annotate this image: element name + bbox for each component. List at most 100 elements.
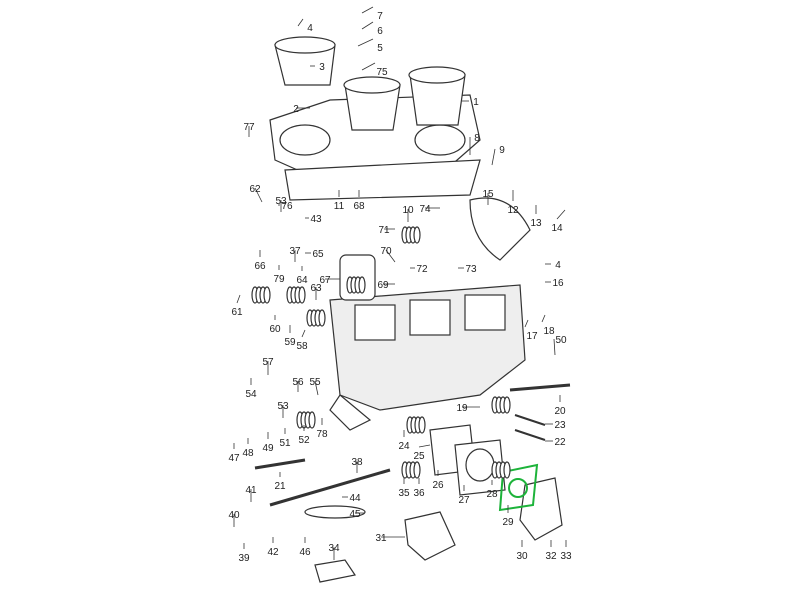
- part-label-56: 56: [292, 377, 304, 388]
- leader-line: [385, 249, 396, 263]
- leader-line: [556, 209, 566, 220]
- spring-coil: [358, 276, 366, 294]
- part-label-35: 35: [398, 488, 410, 499]
- part-label-3: 3: [319, 62, 325, 73]
- part-label-53: 53: [277, 401, 289, 412]
- part-label-71: 71: [378, 225, 390, 236]
- part-label-39: 39: [238, 553, 250, 564]
- part-label-28: 28: [486, 489, 498, 500]
- leader-line: [541, 314, 546, 323]
- spring-coil: [413, 461, 421, 479]
- part-label-77: 77: [243, 122, 255, 133]
- leader-line: [236, 294, 241, 304]
- part-label-31: 31: [375, 533, 387, 544]
- part-label-79: 79: [273, 274, 285, 285]
- part-label-54: 54: [245, 389, 257, 400]
- part-label-4: 4: [555, 260, 561, 271]
- carburetor-body: [329, 284, 526, 431]
- leader-line: [361, 6, 374, 14]
- leader-line: [314, 380, 319, 396]
- part-label-18: 18: [543, 326, 555, 337]
- part-label-38: 38: [351, 457, 363, 468]
- leader-line: [301, 329, 306, 338]
- part-label-17: 17: [526, 331, 538, 342]
- part-label-22: 22: [554, 437, 566, 448]
- part-label-47: 47: [228, 453, 240, 464]
- part-label-16: 16: [552, 278, 564, 289]
- part-label-43: 43: [310, 214, 322, 225]
- spring-coil: [413, 226, 421, 244]
- part-label-8: 8: [474, 133, 480, 144]
- part-label-37: 37: [289, 246, 301, 257]
- part-label-72: 72: [416, 264, 428, 275]
- part-label-32: 32: [545, 551, 557, 562]
- part-label-20: 20: [554, 406, 566, 417]
- part-label-25: 25: [413, 451, 425, 462]
- part-label-61: 61: [231, 307, 243, 318]
- springs: [251, 226, 511, 479]
- part-label-65: 65: [312, 249, 324, 260]
- leader-line: [254, 187, 263, 203]
- gasket-plate: [284, 159, 481, 201]
- part-label-57: 57: [262, 357, 274, 368]
- air-horns: [274, 36, 466, 131]
- linkage-shafts: [254, 383, 571, 519]
- part-label-44: 44: [349, 493, 361, 504]
- part-label-41: 41: [245, 485, 257, 496]
- part-label-9: 9: [499, 145, 505, 156]
- spring-coil: [308, 411, 316, 429]
- part-label-21: 21: [274, 481, 286, 492]
- part-label-34: 34: [328, 543, 340, 554]
- part-label-10: 10: [402, 205, 414, 216]
- leader-line: [297, 18, 304, 27]
- part-label-15: 15: [482, 189, 494, 200]
- part-label-14: 14: [551, 223, 563, 234]
- part-label-51: 51: [279, 438, 291, 449]
- part-label-53: 53: [275, 196, 287, 207]
- part-label-55: 55: [309, 377, 321, 388]
- leader-line: [553, 338, 556, 356]
- part-label-13: 13: [530, 218, 542, 229]
- pump-diaphragm-gasket-highlighted: [498, 463, 539, 512]
- part-label-42: 42: [267, 547, 279, 558]
- part-label-69: 69: [377, 280, 389, 291]
- part-label-74: 74: [419, 204, 431, 215]
- leader-line: [361, 62, 376, 71]
- part-label-48: 48: [242, 448, 254, 459]
- part-label-5: 5: [377, 43, 383, 54]
- part-label-59: 59: [284, 337, 296, 348]
- part-label-29: 29: [502, 517, 514, 528]
- part-label-75: 75: [376, 67, 388, 78]
- part-label-73: 73: [465, 264, 477, 275]
- part-label-2: 2: [293, 104, 299, 115]
- part-label-64: 64: [296, 275, 308, 286]
- part-label-7: 7: [377, 11, 383, 22]
- accelerator-pump: [314, 424, 563, 583]
- leader-line: [491, 148, 496, 166]
- part-label-49: 49: [262, 443, 274, 454]
- part-label-12: 12: [507, 205, 519, 216]
- part-label-4: 4: [307, 23, 313, 34]
- part-label-58: 58: [296, 341, 308, 352]
- leader-line: [361, 21, 374, 30]
- part-label-67: 67: [319, 275, 331, 286]
- part-label-33: 33: [560, 551, 572, 562]
- part-label-27: 27: [458, 495, 470, 506]
- part-label-63: 63: [310, 283, 322, 294]
- part-label-11: 11: [334, 201, 345, 212]
- part-label-50: 50: [555, 335, 567, 346]
- part-label-46: 46: [299, 547, 311, 558]
- part-label-6: 6: [377, 26, 383, 37]
- leader-line: [357, 38, 374, 47]
- part-label-52: 52: [298, 435, 310, 446]
- spring-coil: [503, 461, 511, 479]
- part-label-60: 60: [269, 324, 281, 335]
- leader-line: [418, 444, 431, 448]
- part-label-30: 30: [516, 551, 528, 562]
- part-label-45: 45: [349, 509, 361, 520]
- part-label-40: 40: [228, 510, 240, 521]
- part-label-70: 70: [380, 246, 392, 257]
- part-label-24: 24: [398, 441, 410, 452]
